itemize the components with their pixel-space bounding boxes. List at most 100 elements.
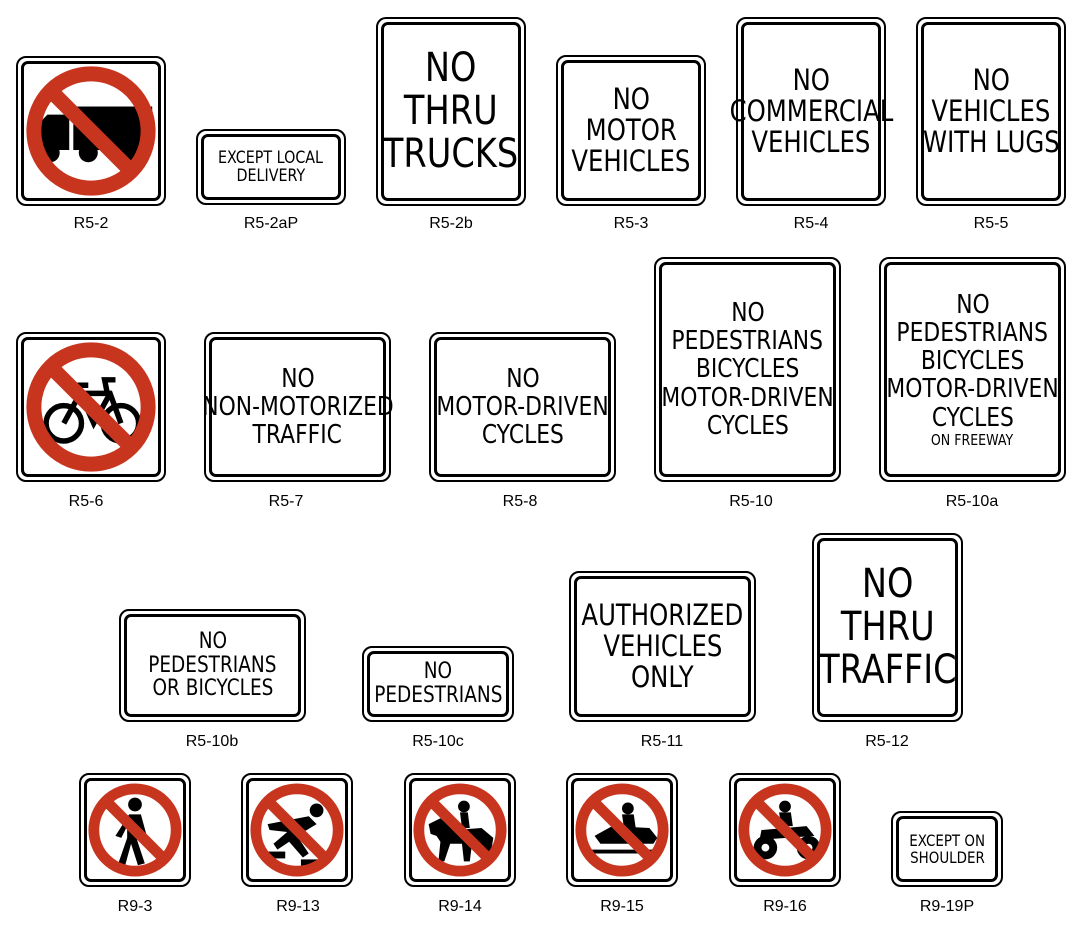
sign-code-label: R5-2b xyxy=(429,215,473,232)
sign-legend-line: MOTOR-DRIVEN xyxy=(436,391,609,422)
sign-legend-line: CYCLES xyxy=(706,410,789,441)
sign-code-label: R5-6 xyxy=(68,493,104,510)
sign-legend-line: OR BICYCLES xyxy=(152,676,273,702)
sign-code-label: R5-2aP xyxy=(243,215,299,232)
sign-legend-line: NO xyxy=(423,659,453,685)
sign-r5-2 xyxy=(16,56,166,206)
sign-legend-line: NO xyxy=(792,62,830,97)
sign-legend-line: NO xyxy=(612,81,650,116)
sign-code-label: R9-13 xyxy=(276,898,320,915)
sign-legend-line: DELIVERY xyxy=(236,166,306,186)
sign-legend-line: EXCEPT LOCAL xyxy=(218,147,324,168)
sign-legend-line: PEDESTRIANS xyxy=(148,652,277,678)
sign-code-label: R5-10a xyxy=(945,493,999,510)
sign-legend-line: VEHICLES xyxy=(602,628,722,663)
no-skaters-icon xyxy=(248,781,346,879)
sign-code-label: R5-2 xyxy=(73,215,109,232)
sign-legend-line: TRAFFIC xyxy=(818,647,957,694)
sign-face xyxy=(21,61,161,201)
sign-r5-6 xyxy=(16,332,166,482)
sign-legend-line: ON FREEWAY xyxy=(931,430,1014,449)
sign-code-label: R9-16 xyxy=(763,898,807,915)
sign-face xyxy=(571,778,673,882)
sign-code-label: R9-3 xyxy=(117,898,153,915)
sign-legend-line: TRAFFIC xyxy=(252,420,343,451)
sign-code-label: R5-7 xyxy=(268,493,304,510)
sign-legend-line: PEDESTRIANS xyxy=(373,683,503,708)
sign-legend-line: AUTHORIZED xyxy=(581,597,744,632)
sign-legend-line: EXCEPT ON xyxy=(909,830,985,850)
sign-legend-line: TRUCKS xyxy=(383,131,519,178)
sign-r9-14 xyxy=(404,773,516,887)
sign-legend-line: CYCLES xyxy=(931,402,1014,433)
sign-legend-line: THRU xyxy=(840,603,935,650)
sign-legend-line: NO xyxy=(861,560,914,607)
no-trucks-icon xyxy=(23,63,159,199)
sign-face xyxy=(84,778,186,882)
sign-legend-line: BICYCLES xyxy=(695,354,800,385)
sign-code-label: R5-8 xyxy=(502,493,538,510)
sign-code-label: R5-10 xyxy=(729,493,773,510)
sign-legend-line: PEDESTRIANS xyxy=(896,318,1049,349)
sign-legend-line: NO xyxy=(730,298,765,329)
sign-legend-line: MOTOR-DRIVEN xyxy=(661,382,834,413)
sign-legend-line: NO xyxy=(505,363,540,394)
sign-legend-line: NO xyxy=(425,44,477,91)
sign-legend-line: MOTOR xyxy=(585,112,677,147)
sign-legend-line: BICYCLES xyxy=(920,346,1025,377)
sign-code-label: R5-11 xyxy=(640,733,684,750)
sign-legend-line: NO xyxy=(198,628,227,654)
sign-legend-line: SHOULDER xyxy=(909,848,985,867)
no-snowmobiles-icon xyxy=(573,781,671,879)
no-atv-icon xyxy=(736,781,834,879)
sign-legend-line: MOTOR-DRIVEN xyxy=(886,374,1059,405)
sign-code-label: R5-5 xyxy=(973,215,1009,232)
sign-legend-line: WITH LUGS xyxy=(922,125,1060,160)
sign-legend-line: NO xyxy=(955,290,990,321)
no-bicycles-icon xyxy=(23,339,159,475)
sign-code-label: R5-4 xyxy=(793,215,829,232)
no-horses-icon xyxy=(411,781,509,879)
sign-legend-line: VEHICLES xyxy=(751,125,871,160)
sign-code-label: R5-12 xyxy=(865,733,909,750)
sign-r9-16 xyxy=(729,773,841,887)
sign-legend-line: VEHICLES xyxy=(571,144,691,179)
sign-legend-line: ONLY xyxy=(631,660,694,695)
sign-face xyxy=(409,778,511,882)
sign-legend-line: PEDESTRIANS xyxy=(671,326,824,357)
sign-legend-line: VEHICLES xyxy=(931,93,1051,128)
sign-legend-line: NO xyxy=(280,363,315,394)
sign-legend-line: THRU xyxy=(404,87,498,134)
sign-r9-3 xyxy=(79,773,191,887)
sign-legend-line: COMMERCIAL xyxy=(729,93,893,128)
sign-code-label: R5-3 xyxy=(613,215,649,232)
sign-r9-13 xyxy=(241,773,353,887)
sign-face xyxy=(21,337,161,477)
sign-legend-line: CYCLES xyxy=(481,420,564,451)
sign-legend-line: NO xyxy=(972,62,1010,97)
no-pedestrians-icon xyxy=(86,781,184,879)
sign-code-label: R9-15 xyxy=(600,898,644,915)
